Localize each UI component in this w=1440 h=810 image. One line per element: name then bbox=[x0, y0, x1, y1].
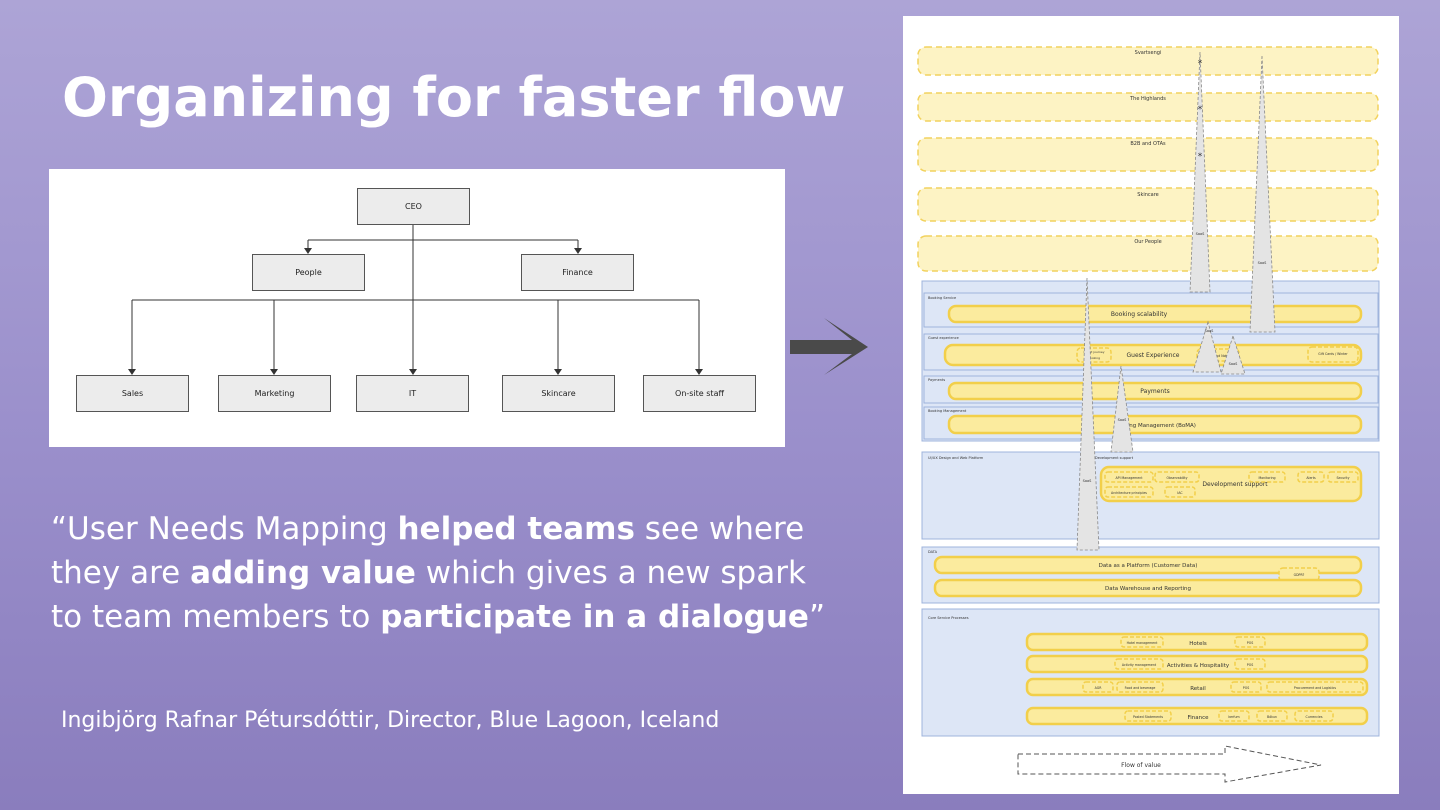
org-box-ceo: CEO bbox=[357, 188, 470, 225]
org-box-it: IT bbox=[356, 375, 469, 412]
section-guest-experience: Guest experience bbox=[928, 336, 959, 340]
pill-booking-scalability: Booking scalability bbox=[1111, 311, 1168, 318]
lane-label-skincare: Skincare bbox=[1137, 192, 1158, 198]
hotel-management-label: Hotel management bbox=[1127, 641, 1159, 645]
asterisk-3: * bbox=[1198, 152, 1203, 162]
api-management-label: API Management bbox=[1115, 476, 1143, 480]
slide-title: Organizing for faster flow bbox=[62, 66, 846, 129]
booking-label: Booking bbox=[1088, 356, 1100, 360]
section-booking-management: Booking Management bbox=[928, 409, 967, 413]
gdpr-label: GDPR? bbox=[1294, 573, 1305, 577]
pill-boma: Booking Management (BoMA) bbox=[1114, 423, 1196, 429]
org-box-people: People bbox=[252, 254, 365, 291]
dependency-spike-4 bbox=[1220, 334, 1246, 375]
org-chart-panel: CEO People Finance Sales Marketing IT Sk… bbox=[49, 169, 785, 447]
org-box-sales: Sales bbox=[76, 375, 189, 412]
quote-attribution: Ingibjörg Rafnar Pétursdóttir, Director,… bbox=[61, 708, 720, 733]
monitoring-label: Monitoring bbox=[1258, 476, 1275, 480]
pill-retail: Retail bbox=[1190, 686, 1206, 692]
pos-label-1: POS bbox=[1247, 641, 1253, 645]
currencies-label: Currencies bbox=[1306, 715, 1323, 719]
guest-journey-label: Guest journey bbox=[1083, 350, 1104, 354]
user-needs-map-panel: .lane { fill:#fdf3c4; stroke:#f2d25e; st… bbox=[903, 16, 1399, 794]
pill-finance: Finance bbox=[1187, 715, 1209, 721]
procurement-label: Procurement and Logistics bbox=[1294, 686, 1337, 690]
pill-payments: Payments bbox=[1140, 388, 1169, 395]
saas-label-2: SaaS bbox=[1258, 261, 1268, 265]
dependency-spike-6 bbox=[1110, 365, 1134, 453]
section-data: DATA bbox=[928, 550, 938, 554]
pos-label-2: POS bbox=[1247, 663, 1253, 667]
section-dev-support: Development support bbox=[1095, 456, 1134, 460]
user-needs-map: .lane { fill:#fdf3c4; stroke:#f2d25e; st… bbox=[917, 46, 1380, 783]
org-box-onsite-staff: On-site staff bbox=[643, 375, 756, 412]
activity-management-label: Activity management bbox=[1122, 663, 1157, 667]
dependency-spike-5 bbox=[1076, 277, 1100, 551]
dependency-spike-1 bbox=[1189, 51, 1211, 293]
lane-label-b2b: B2B and OTAs bbox=[1130, 141, 1166, 147]
security-label: Security bbox=[1336, 476, 1349, 480]
asterisk-1: * bbox=[1198, 59, 1203, 69]
testimonial-quote: “User Needs Mapping helped teams see whe… bbox=[51, 511, 825, 635]
pill-data-platform: Data as a Platform (Customer Data) bbox=[1099, 563, 1198, 569]
gift-cards-label: Gift Cards / Winter bbox=[1318, 352, 1348, 356]
pill-dev-support: Development support bbox=[1202, 481, 1268, 488]
section-ux-platform: UI/UX Design and Web Platform bbox=[928, 456, 984, 460]
right-arrow-icon bbox=[790, 318, 868, 375]
saas-label-5: SaaS bbox=[1118, 418, 1128, 422]
pill-activities: Activities & Hospitality bbox=[1167, 663, 1230, 669]
iac-label: IAC bbox=[1177, 491, 1183, 495]
flow-of-value-label: Flow of value bbox=[1121, 762, 1161, 769]
org-chart-connectors bbox=[128, 224, 703, 375]
saas-label-3: SaaS bbox=[1205, 329, 1215, 333]
org-box-finance: Finance bbox=[521, 254, 634, 291]
saas-label-4: SaaS bbox=[1229, 362, 1239, 366]
kerfum-label: kerfum bbox=[1228, 715, 1239, 719]
posted-statements-label: Posted Statements bbox=[1133, 715, 1163, 719]
alerts-label: Alerts bbox=[1306, 476, 1316, 480]
org-box-marketing: Marketing bbox=[218, 375, 331, 412]
section-booking-service: Booking Service bbox=[928, 296, 956, 300]
dependency-spike-3 bbox=[1192, 320, 1222, 373]
email-notif-label: Email and Notif... bbox=[1204, 354, 1231, 358]
section-core-processes: Core Service Processes bbox=[928, 616, 969, 620]
dependency-spike-2 bbox=[1249, 55, 1276, 333]
bokun-label: Bókun bbox=[1267, 715, 1277, 719]
saas-label-1: SaaS bbox=[1196, 232, 1206, 236]
lane-label-our-people: Our People bbox=[1134, 239, 1161, 245]
pill-hotels: Hotels bbox=[1189, 641, 1207, 647]
org-box-skincare: Skincare bbox=[502, 375, 615, 412]
observability-label: Observability bbox=[1166, 476, 1187, 480]
pill-data-warehouse: Data Warehouse and Reporting bbox=[1105, 586, 1191, 592]
section-payments: Payments bbox=[928, 378, 945, 382]
flow-of-value-arrow bbox=[1017, 745, 1322, 783]
lane-label-svartsengi: Svartsengi bbox=[1135, 50, 1162, 56]
lane-label-highlands: The Highlands bbox=[1129, 96, 1166, 102]
pill-guest-experience: Guest Experience bbox=[1127, 352, 1180, 359]
food-beverage-label: Food and beverage bbox=[1125, 686, 1156, 690]
architecture-principles-label: Architecture principles bbox=[1111, 491, 1147, 495]
agr-label: AGR bbox=[1095, 686, 1103, 690]
pos-label-3: POS bbox=[1243, 686, 1249, 690]
asterisk-2: * bbox=[1198, 105, 1203, 115]
saas-label-6: SaaS bbox=[1083, 479, 1093, 483]
